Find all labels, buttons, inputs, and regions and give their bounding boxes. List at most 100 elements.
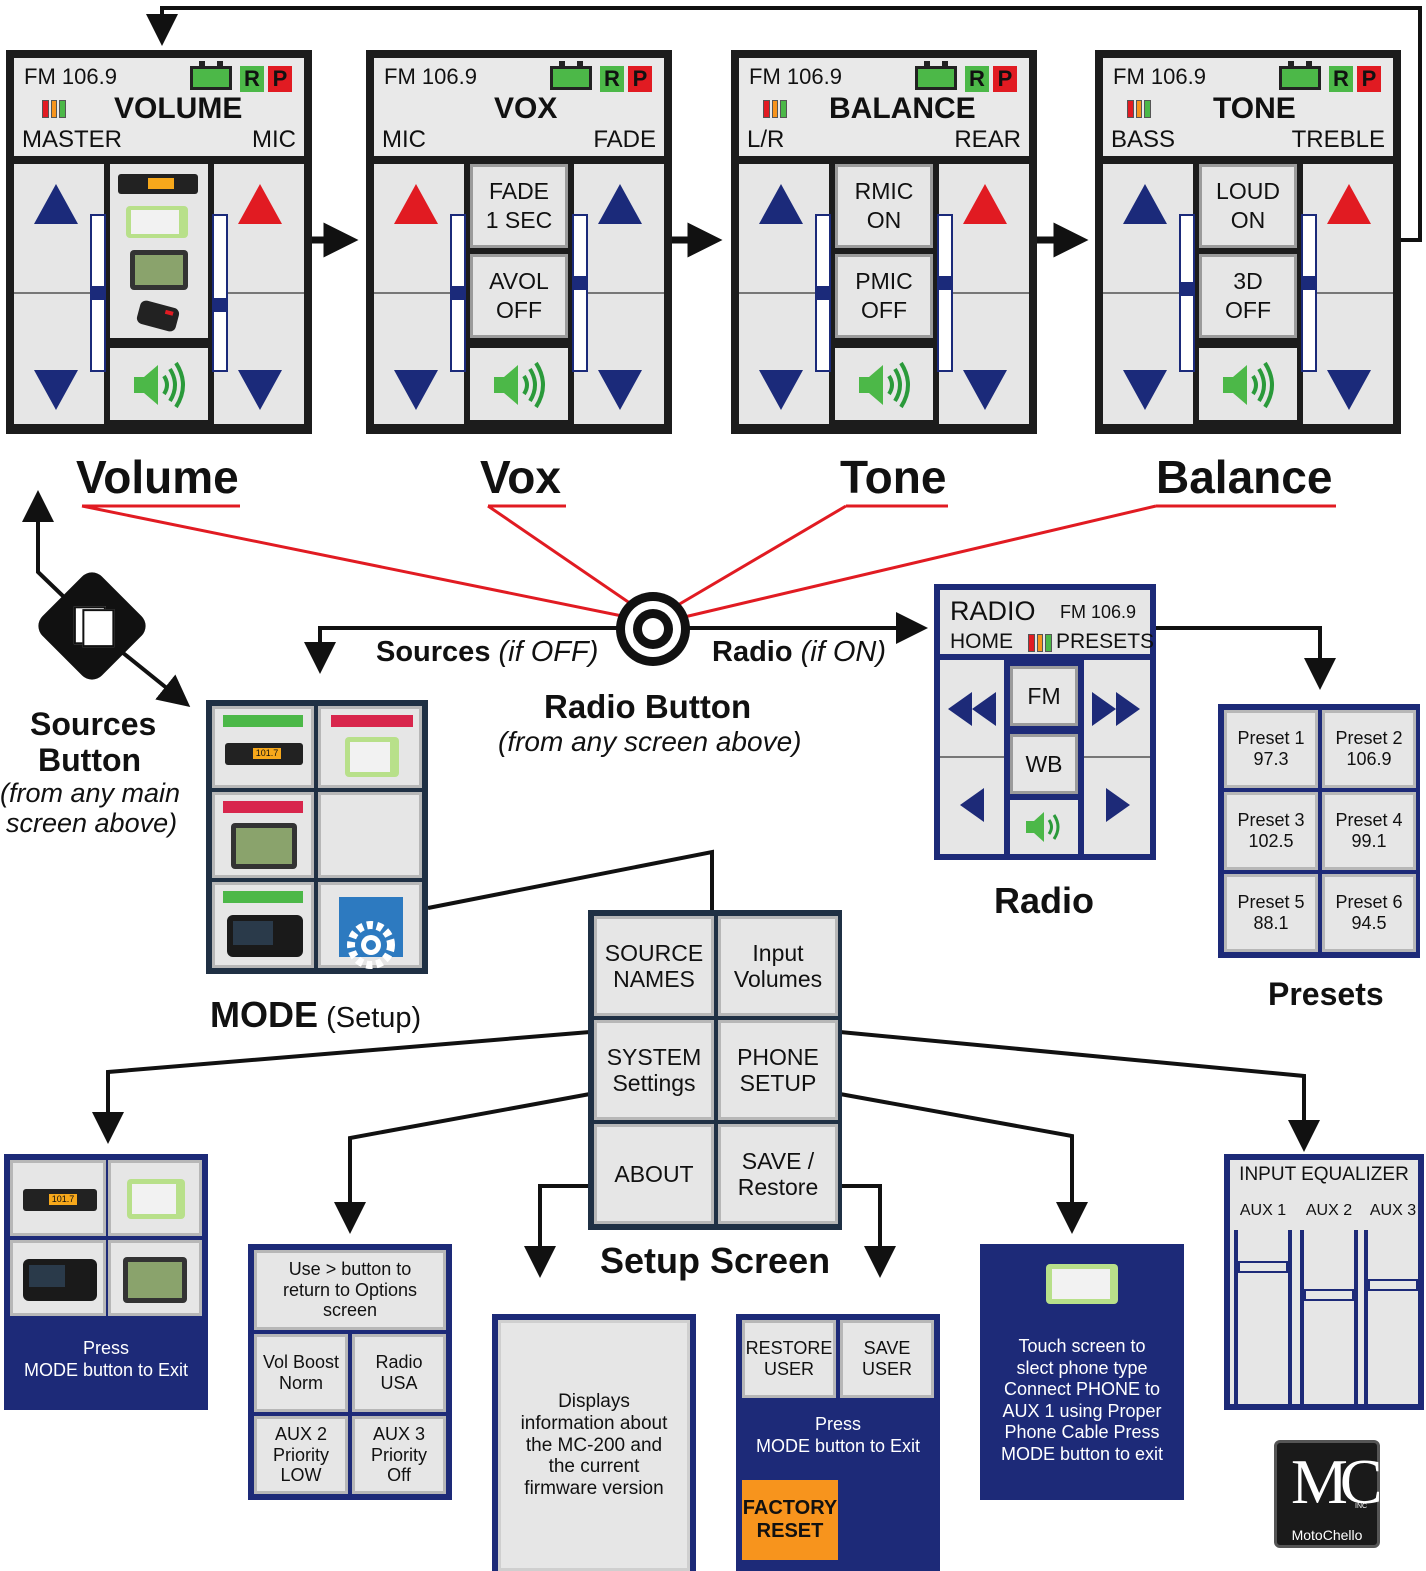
radio-title: RADIO bbox=[950, 596, 1036, 626]
right-down-arrow[interactable] bbox=[1327, 370, 1371, 410]
tune-forward-icon[interactable] bbox=[1106, 788, 1130, 822]
right-slider[interactable] bbox=[212, 214, 228, 372]
left-slider[interactable] bbox=[450, 214, 466, 372]
system-setting-button[interactable]: Radio USA bbox=[352, 1334, 446, 1412]
setup-option-button[interactable]: SYSTEM Settings bbox=[594, 1020, 714, 1120]
wb-button[interactable]: WB bbox=[1010, 734, 1078, 794]
mode-source-satellite[interactable] bbox=[212, 882, 314, 968]
caption-setup-screen: Setup Screen bbox=[600, 1240, 831, 1281]
system-setting-button[interactable]: AUX 2 Priority LOW bbox=[254, 1416, 348, 1494]
caption-volume: Volume bbox=[76, 451, 239, 503]
right-down-arrow[interactable] bbox=[598, 370, 642, 410]
right-up-arrow[interactable] bbox=[1327, 184, 1371, 224]
left-slider[interactable] bbox=[1179, 214, 1195, 372]
source-icons[interactable] bbox=[110, 164, 208, 338]
option-button-2[interactable]: PMIC OFF bbox=[835, 254, 933, 338]
loop-arrow bbox=[146, 6, 1422, 242]
fm-button[interactable]: FM bbox=[1010, 666, 1078, 726]
mode-source-phone[interactable] bbox=[318, 706, 422, 788]
equalizer-thumb[interactable] bbox=[1304, 1289, 1354, 1301]
setup-option-button[interactable]: Input Volumes bbox=[718, 916, 838, 1016]
left-up-arrow[interactable] bbox=[34, 184, 78, 224]
seek-forward-icon[interactable] bbox=[1092, 692, 1140, 726]
mode-settings[interactable] bbox=[318, 882, 422, 970]
right-slider[interactable] bbox=[1301, 214, 1317, 372]
system-setting-button[interactable]: AUX 3 Priority Off bbox=[352, 1416, 446, 1494]
restore-user-button[interactable]: RESTORE USER bbox=[742, 1320, 836, 1398]
setup-option-button[interactable]: SAVE / Restore bbox=[718, 1124, 838, 1224]
screen-right-label: REAR bbox=[954, 126, 1021, 153]
right-adjust-column bbox=[572, 164, 664, 424]
save-user-button[interactable]: SAVE USER bbox=[840, 1320, 934, 1398]
radio-button-icon[interactable] bbox=[616, 592, 690, 666]
factory-reset-button[interactable]: FACTORY RESET bbox=[742, 1480, 838, 1560]
right-adjust-column bbox=[212, 164, 304, 424]
equalizer-slider[interactable] bbox=[1364, 1230, 1422, 1404]
right-down-arrow[interactable] bbox=[963, 370, 1007, 410]
source-names-gps[interactable] bbox=[108, 1240, 202, 1316]
setup-option-button[interactable]: PHONE SETUP bbox=[718, 1020, 838, 1120]
right-down-arrow[interactable] bbox=[238, 370, 282, 410]
equalizer-thumb[interactable] bbox=[1238, 1261, 1288, 1273]
mute-button[interactable] bbox=[1199, 348, 1297, 420]
phone-icon[interactable] bbox=[1046, 1264, 1118, 1304]
left-up-arrow[interactable] bbox=[394, 184, 438, 224]
right-slider[interactable] bbox=[937, 214, 953, 372]
setup-option-button[interactable]: SOURCE NAMES bbox=[594, 916, 714, 1016]
mode-source-stereo[interactable]: 101.7 bbox=[212, 706, 314, 788]
signal-bars-icon bbox=[1028, 634, 1053, 652]
screen-balance: FM 106.9 R P BALANCE L/R REAR bbox=[731, 50, 1037, 434]
source-names-stereo[interactable]: 101.7 bbox=[10, 1160, 106, 1236]
equalizer-slider[interactable] bbox=[1300, 1230, 1358, 1404]
record-indicator: R bbox=[600, 66, 624, 92]
satellite-radio-icon bbox=[23, 1259, 97, 1301]
left-up-arrow[interactable] bbox=[759, 184, 803, 224]
equalizer-channel-label: AUX 3 bbox=[1369, 1202, 1417, 1219]
equalizer-thumb[interactable] bbox=[1368, 1279, 1418, 1291]
about-text: Displays information about the MC-200 an… bbox=[498, 1320, 690, 1571]
radio-if-on-label: Radio (if ON) bbox=[712, 636, 886, 668]
left-up-arrow[interactable] bbox=[1123, 184, 1167, 224]
screen-right-label: FADE bbox=[593, 126, 656, 153]
right-up-arrow[interactable] bbox=[238, 184, 282, 224]
setup-option-button[interactable]: ABOUT bbox=[594, 1124, 714, 1224]
left-down-arrow[interactable] bbox=[34, 370, 78, 410]
radio-home[interactable]: HOME bbox=[950, 630, 1013, 653]
tune-back-icon[interactable] bbox=[960, 788, 984, 822]
left-slider[interactable] bbox=[815, 214, 831, 372]
source-names-phone[interactable] bbox=[108, 1160, 202, 1236]
gear-icon bbox=[339, 897, 403, 970]
seek-back-icon[interactable] bbox=[948, 692, 996, 726]
radio-speaker-button[interactable] bbox=[1010, 800, 1078, 854]
source-names-satellite[interactable] bbox=[10, 1240, 106, 1316]
screen-freq: FM 106.9 bbox=[1113, 64, 1206, 89]
left-down-arrow[interactable] bbox=[759, 370, 803, 410]
right-slider[interactable] bbox=[572, 214, 588, 372]
right-up-arrow[interactable] bbox=[963, 184, 1007, 224]
mute-button[interactable] bbox=[470, 348, 568, 420]
system-setting-button[interactable]: Vol Boost Norm bbox=[254, 1334, 348, 1412]
mode-source-gps[interactable] bbox=[212, 792, 314, 878]
radio-presets[interactable]: PRESETS bbox=[1056, 630, 1155, 653]
option-button-1[interactable]: FADE 1 SEC bbox=[470, 164, 568, 248]
left-slider[interactable] bbox=[90, 214, 106, 372]
option-button-1[interactable]: LOUD ON bbox=[1199, 164, 1297, 248]
caption-tone: Tone bbox=[840, 451, 947, 503]
mute-button[interactable] bbox=[835, 348, 933, 420]
option-button-2[interactable]: AVOL OFF bbox=[470, 254, 568, 338]
left-down-arrow[interactable] bbox=[394, 370, 438, 410]
left-adjust-column bbox=[374, 164, 466, 424]
equalizer-slider[interactable] bbox=[1234, 1230, 1292, 1404]
left-down-arrow[interactable] bbox=[1123, 370, 1167, 410]
option-button-1[interactable]: RMIC ON bbox=[835, 164, 933, 248]
option-button-2[interactable]: 3D OFF bbox=[1199, 254, 1297, 338]
mute-button[interactable] bbox=[110, 348, 208, 420]
mode-empty-slot[interactable] bbox=[318, 792, 422, 878]
right-up-arrow[interactable] bbox=[598, 184, 642, 224]
